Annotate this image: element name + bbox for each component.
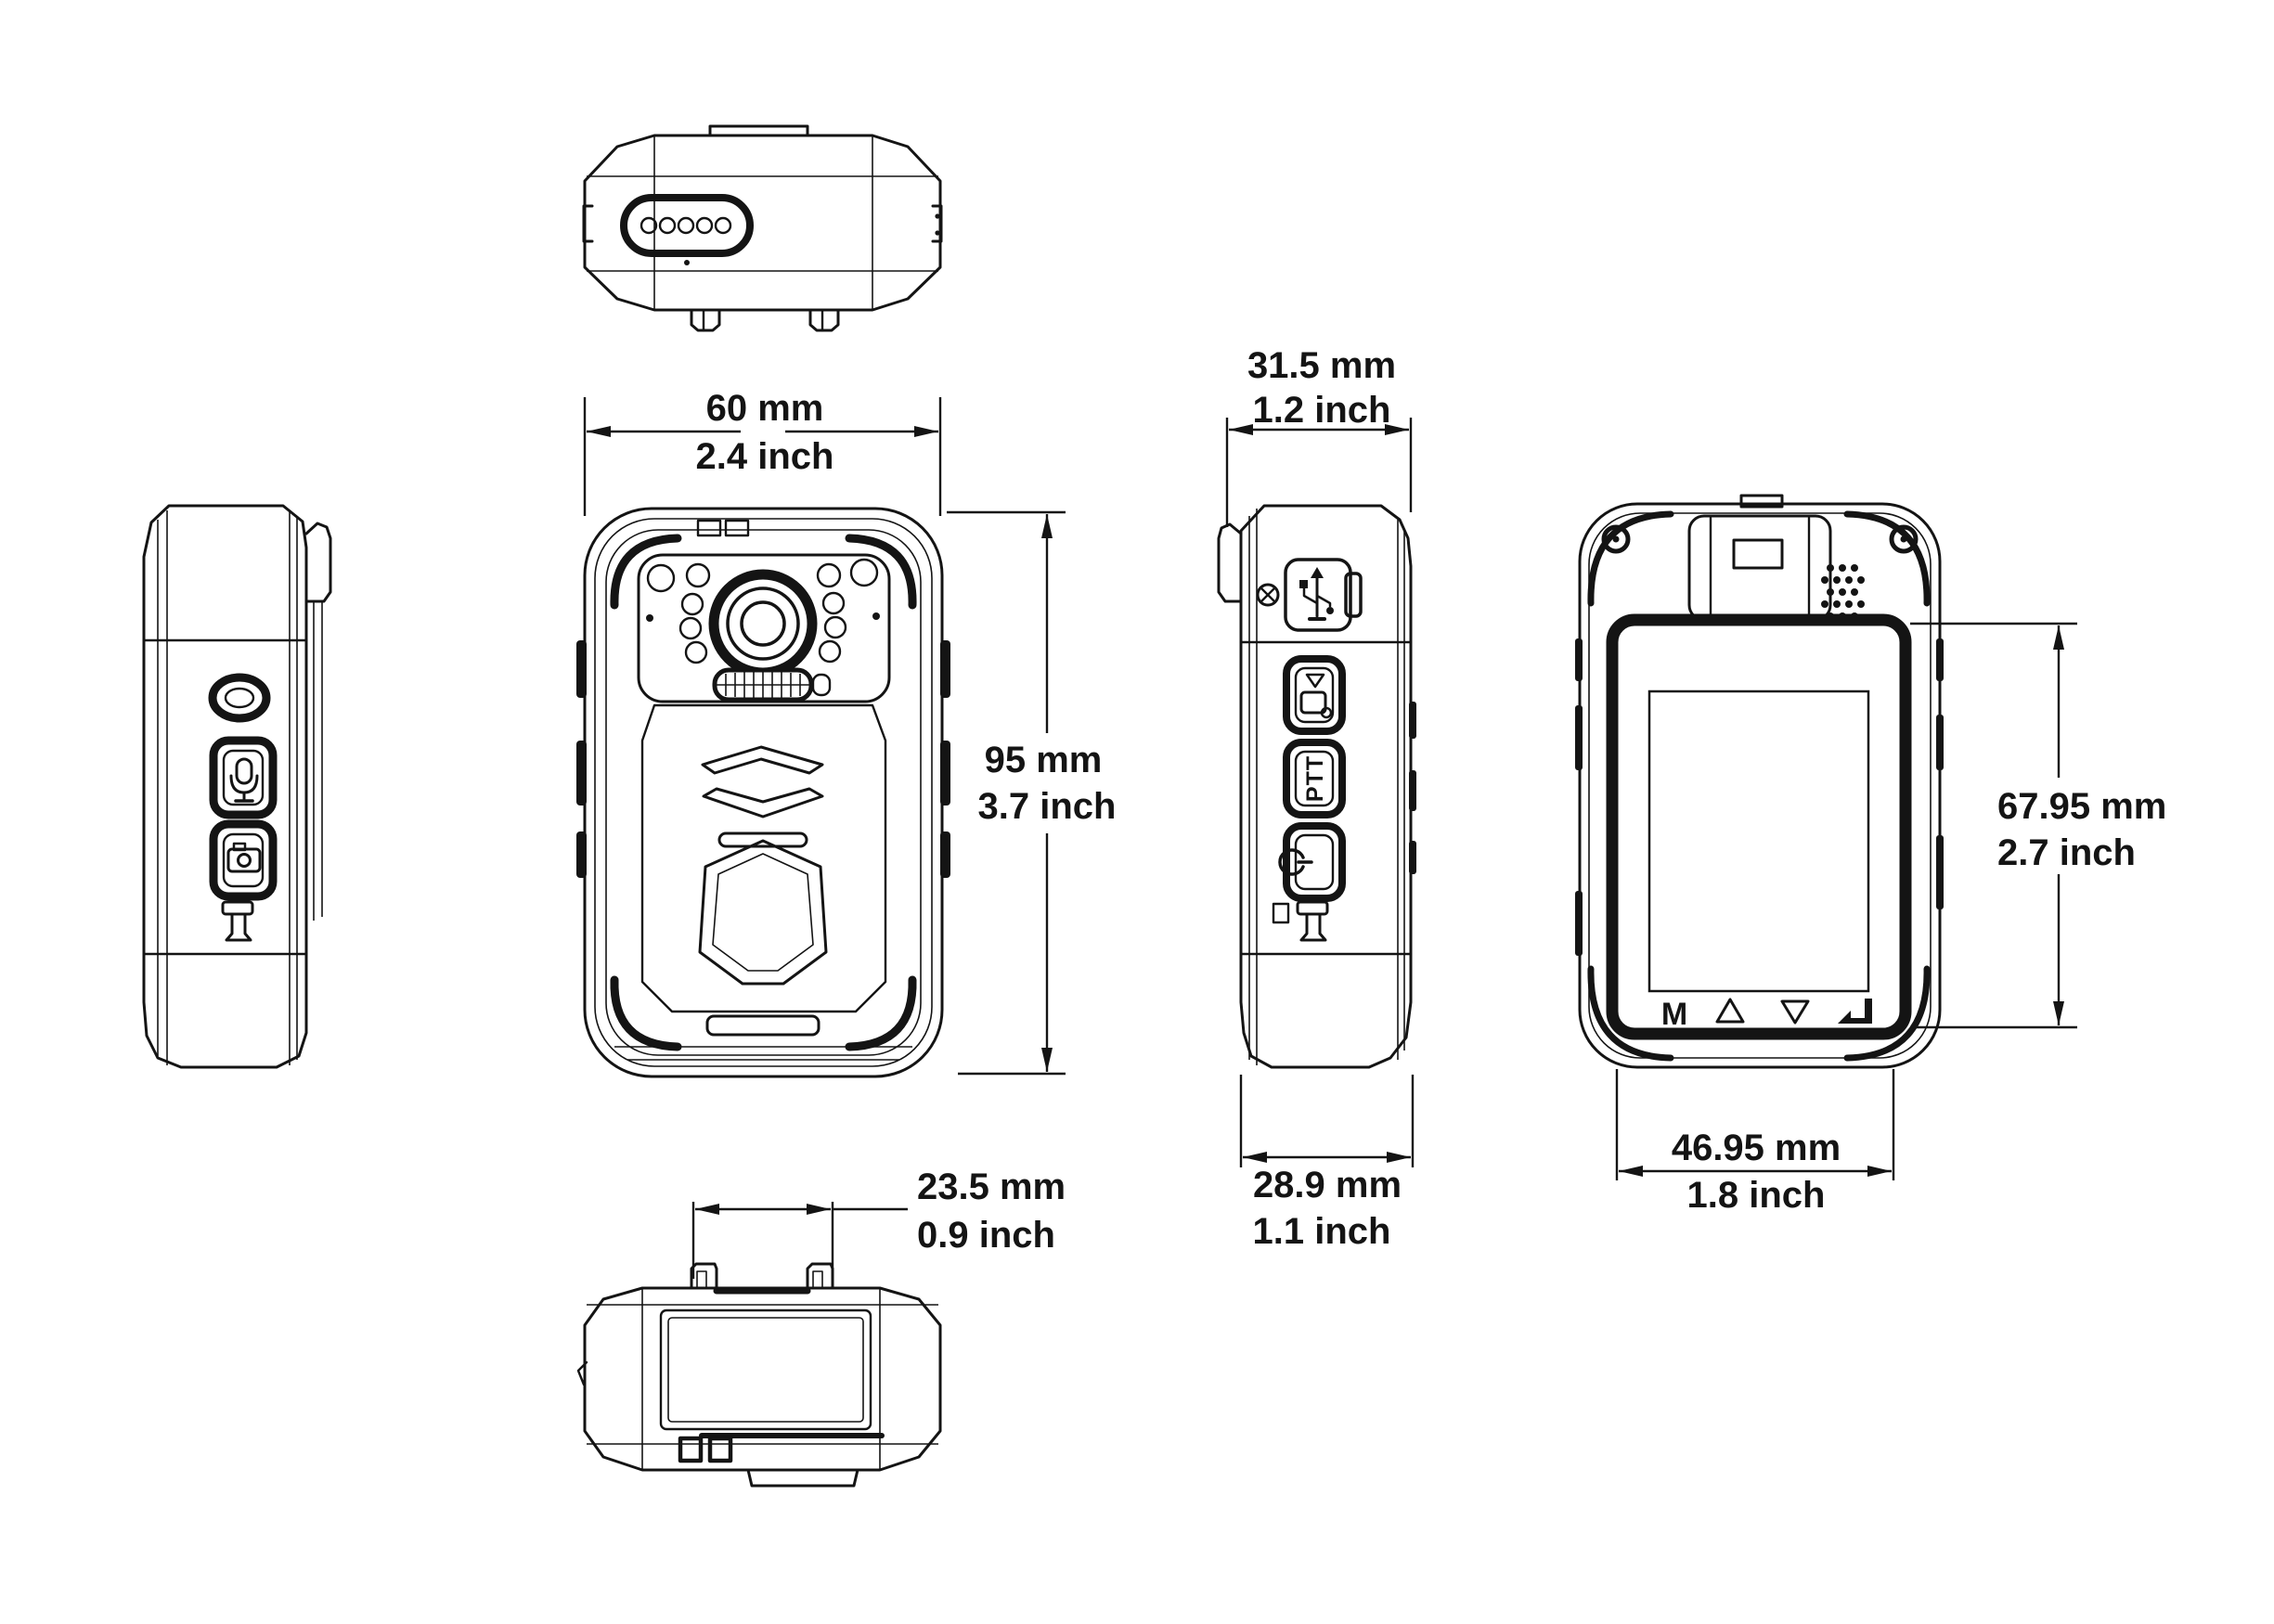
mounting-feet-top	[690, 308, 840, 332]
speaker-grille	[712, 667, 832, 702]
dim-front-width-inch: 2.4 inch	[696, 436, 834, 477]
ir-led-array	[646, 558, 880, 664]
dim-screen-height: 67.95 mm 2.7 inch	[1910, 622, 2166, 1029]
dim-side-bottom-mm: 28.9 mm	[1253, 1165, 1402, 1205]
dim-screen-height-mm: 67.95 mm	[1997, 786, 2166, 827]
dim-front-height: 95 mm 3.7 inch	[947, 510, 1117, 1076]
top-view-outline	[583, 134, 942, 312]
side-bumpers-front	[576, 640, 950, 878]
back-top-tab	[1739, 494, 1784, 509]
dim-front-height-mm: 95 mm	[985, 740, 1103, 780]
screw-top-right	[1889, 524, 1919, 554]
bottom-view	[576, 1262, 942, 1488]
dim-side-top-width: 31.5 mm 1.2 inch	[1225, 345, 1413, 527]
video-record-icon	[1299, 673, 1333, 719]
dim-bottom-mount-mm: 23.5 mm	[917, 1166, 1066, 1207]
dim-side-top-mm: 31.5 mm	[1247, 345, 1396, 386]
belt-clip-left	[304, 522, 332, 921]
edge-nubs-right-view	[1409, 702, 1416, 874]
screw-side	[1256, 583, 1280, 607]
top-buttons-edge	[696, 519, 750, 537]
record-button	[1283, 655, 1346, 735]
dim-front-height-inch: 3.7 inch	[978, 786, 1117, 827]
dim-bottom-mount-width: 23.5 mm 0.9 inch	[691, 1166, 1066, 1279]
screen-frame	[1606, 613, 1912, 1040]
dimensions: 60 mm 2.4 inch 95 mm 3.7 inch 31.5 mm 1.…	[583, 345, 2166, 1279]
clip-mount	[1687, 514, 1832, 622]
bottom-center-tab	[746, 1468, 859, 1488]
photo-camera-icon	[226, 842, 262, 873]
front-view	[576, 507, 950, 1078]
ptt-label: PTT	[1302, 755, 1328, 802]
shield-outline	[698, 839, 828, 986]
dim-screen-width-mm: 46.95 mm	[1672, 1128, 1841, 1168]
chevron-lower	[702, 787, 824, 818]
edge-latches	[582, 204, 943, 243]
pogo-connector	[620, 194, 754, 265]
nav-buttons: M	[1661, 997, 1872, 1032]
front-bar	[717, 831, 808, 848]
usb-icon	[1299, 567, 1334, 621]
up-triangle-icon	[1715, 998, 1745, 1024]
dim-screen-height-inch: 2.7 inch	[1997, 832, 2136, 873]
bottom-mount-left	[221, 900, 254, 942]
bottom-left-hook	[576, 1360, 588, 1386]
top-view	[582, 124, 943, 332]
dim-front-width-mm: 60 mm	[706, 388, 824, 429]
display	[1647, 690, 1870, 993]
dim-side-top-inch: 1.2 inch	[1253, 390, 1391, 431]
corner-bumpers-back	[1587, 510, 1931, 1062]
right-side-view: PTT	[1217, 504, 1416, 1069]
bottom-view-outline	[583, 1286, 942, 1472]
microphone-icon	[229, 757, 259, 803]
camera-panel	[637, 553, 891, 703]
snapshot-button	[209, 819, 278, 901]
edge-nubs-back-view	[1575, 638, 1944, 956]
chevron-upper	[701, 745, 824, 775]
bottom-ports	[678, 1433, 885, 1463]
side-ring	[208, 673, 271, 723]
ptt-button: PTT	[1283, 739, 1346, 818]
belt-clip-right	[1217, 522, 1243, 603]
dim-front-width: 60 mm 2.4 inch	[583, 388, 942, 516]
screw-top-left	[1601, 524, 1631, 554]
mic-button	[209, 736, 278, 819]
menu-m-label: M	[1661, 997, 1687, 1032]
back-view: M	[1575, 494, 1944, 1069]
dim-screen-width-inch: 1.8 inch	[1687, 1175, 1826, 1216]
dim-screen-width: 46.95 mm 1.8 inch	[1615, 1069, 1895, 1216]
power-button	[1278, 822, 1346, 902]
front-face-pattern	[640, 703, 887, 1013]
dim-side-bottom-width: 28.9 mm 1.1 inch	[1239, 1075, 1415, 1252]
dim-side-bottom-inch: 1.1 inch	[1253, 1211, 1391, 1252]
enter-icon	[1838, 999, 1872, 1024]
top-tab	[708, 124, 809, 137]
corner-bumpers	[610, 534, 917, 1051]
left-side-view	[142, 504, 332, 1069]
dim-bottom-mount-inch: 0.9 inch	[917, 1215, 1055, 1256]
front-bottom-bar	[705, 1014, 820, 1037]
camera-lens	[708, 569, 818, 678]
down-triangle-icon	[1780, 999, 1810, 1025]
bottom-mount-right	[1272, 900, 1329, 942]
power-icon	[1278, 848, 1313, 876]
back-outline	[1578, 502, 1942, 1069]
right-side-outline	[1239, 504, 1413, 1069]
usb-port	[1284, 558, 1363, 632]
left-side-outline	[142, 504, 308, 1069]
